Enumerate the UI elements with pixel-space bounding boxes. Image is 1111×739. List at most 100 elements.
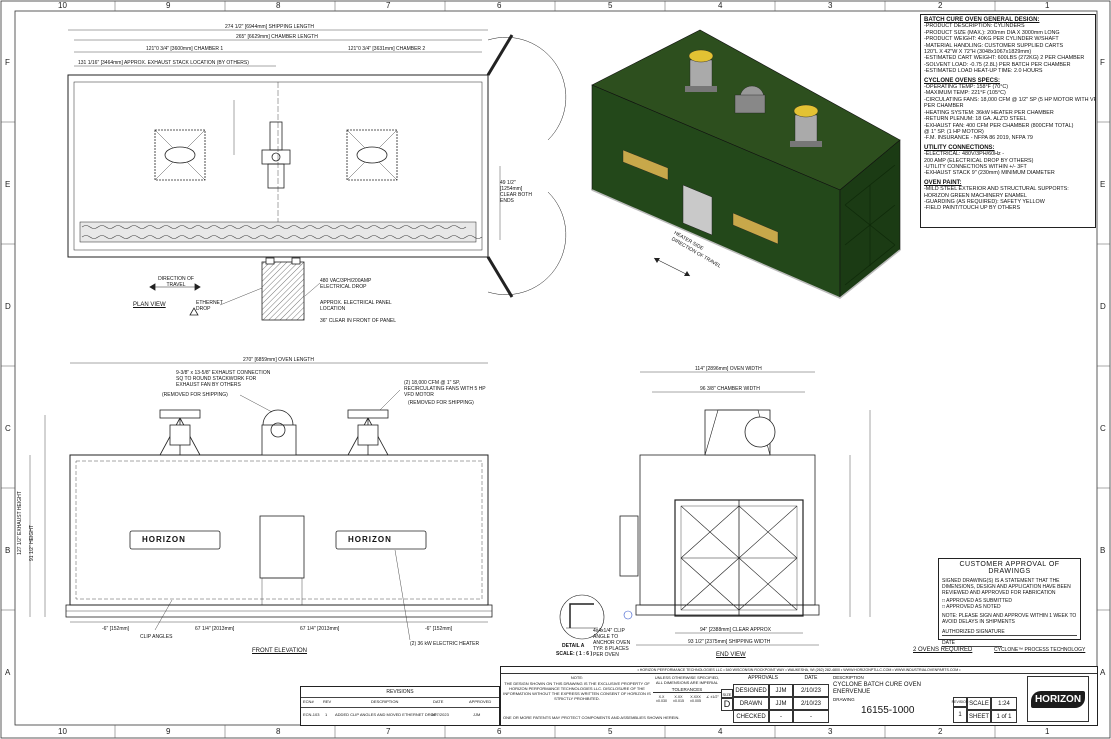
grid-bottom-2: 2 [938, 727, 943, 736]
front-seg-1: -6" [152mm] [102, 626, 130, 632]
company-address-line: • HORIZON PERFORMANCE TECHNOLOGIES LLC •… [501, 667, 1097, 674]
designed-by: JJM [769, 684, 793, 697]
grid-bottom-4: 4 [718, 727, 723, 736]
drawn-date: 2/10/23 [793, 697, 829, 710]
grid-bottom-9: 9 [166, 727, 171, 736]
general-notes-panel: BATCH CURE OVEN GENERAL DESIGN: -PRODUCT… [920, 14, 1096, 228]
grid-side-right-e: E [1100, 180, 1106, 189]
approval-title: CUSTOMER APPROVAL OF DRAWINGS [959, 561, 1060, 575]
grid-top-2: 2 [938, 1, 943, 10]
note-design-line: -ESTIMATED LOAD HEAT-UP TIME: 2.0 HOURS [924, 68, 1043, 75]
tolerance-2: X.XX ±0.015 [673, 695, 684, 703]
note-design-line: -PRODUCT WEIGHT: 40KG PER CYLINDER W/SHA… [924, 36, 1059, 43]
grid-side-d: D [5, 302, 11, 311]
dim-clear-ends: 49 1/2" [1254mm] CLEAR BOTH ENDS [500, 180, 532, 204]
patents-note: ONE OR MORE PATENTS MAY PROTECT COMPONEN… [503, 715, 680, 720]
description-heading: DESCRIPTION [833, 675, 864, 680]
notice-heading: NOTE: [570, 675, 584, 680]
note-design-line: -SOLVENT LOAD: -0.75 (2.8L) PER BATCH PE… [924, 61, 1071, 68]
note-spec-line: -MAXIMUM TEMP: 221°F (105°C) [924, 90, 1006, 97]
note-design-line: -PRODUCT DESCRIPTION: CYLINDERS [924, 23, 1025, 30]
rev-col-approved: APPROVED [469, 699, 492, 704]
note-utility-line: -UTILITY CONNECTIONS WITHIN +/- 3FT [924, 163, 1027, 170]
exhaust-fan-iso [734, 85, 766, 114]
checked-by: - [769, 710, 793, 723]
note-utility-line: 200 AMP (ELECTRICAL DROP BY OTHERS) [924, 157, 1034, 164]
recirc-fans-note: (2) 18,000 CFM @ 1" SP, RECIRCULATING FA… [404, 380, 486, 398]
notes-heading-paint: OVEN PAINT: [924, 179, 962, 186]
front-fan-right [347, 409, 389, 456]
ovens-required-note: 2 OVENS REQUIRED [913, 647, 973, 653]
note-utility-line: -EXHAUST STACK 9" (230mm) MINIMUM DIAMET… [924, 170, 1055, 177]
electrical-drop-note: 480 VAC/3PH/200AMP ELECTRICAL DROP [320, 278, 372, 290]
notes-heading-utility: UTILITY CONNECTIONS: [924, 144, 995, 151]
exhaust-connection-note: 9-3/8" x 13-5/8" EXHAUST CONNECTION SQ T… [176, 370, 271, 388]
rev-row-approved: JJM [473, 712, 481, 717]
scale-label: SCALE [967, 697, 991, 710]
note-spec-line: -OPERATING TEMP: 158°F (70°C) [924, 84, 1009, 91]
dim-oven-width: 114" [2896mm] OVEN WIDTH [695, 366, 762, 372]
grid-side-right-a: A [1100, 668, 1106, 677]
note-spec-line: -CIRCULATING FANS: 18,000 CFM @ 1/2" SP … [924, 96, 1096, 103]
end-view [619, 371, 871, 646]
process-technology-note: CYCLONE™ PROCESS TECHNOLOGY [994, 647, 1086, 653]
signature-field[interactable]: AUTHORIZED SIGNATURE [942, 629, 1077, 636]
customer-approval-box: CUSTOMER APPROVAL OF DRAWINGS SIGNED DRA… [938, 558, 1081, 647]
electric-heater-note: (2) 36 kW ELECTRIC HEATER [410, 641, 480, 647]
rev-col-rev: REV [323, 699, 332, 704]
dim-exhaust-height: 127 1/2" EXHAUST HEIGHT [16, 491, 23, 555]
panel-location-note: APPROX. ELECTRICAL PANEL LOCATION [320, 300, 392, 312]
approval-option-noted[interactable]: □ APPROVED AS NOTED [942, 604, 1001, 610]
revisions-table: REVISIONS ECN# REV DESCRIPTION DATE APPR… [300, 686, 500, 726]
note-utility-line: -ELECTRICAL: 480V/3PH/60Hz - [924, 151, 1004, 158]
notes-heading-design: BATCH CURE OVEN GENERAL DESIGN: [924, 17, 1040, 23]
size-value: D [721, 697, 733, 711]
revision-heading: REVISION [952, 697, 968, 707]
rev-col-ecn: ECN# [303, 699, 314, 704]
note-paint-line: -FIELD PAINT/TOUCH UP BY OTHERS [924, 205, 1021, 212]
plan-view-title: PLAN VIEW [133, 302, 166, 308]
tolerance-1: X.X ±0.030 [656, 695, 667, 703]
description-line-1: CYCLONE BATCH CURE OVEN [833, 682, 921, 688]
note-design-line: -PRODUCT SIZE (MAX.): 200mm DIA X 3000mm… [924, 29, 1060, 36]
description-line-2: ENERVENUE [833, 689, 871, 695]
end-view-title: END VIEW [716, 652, 746, 658]
grid-top-3: 3 [828, 1, 833, 10]
front-elevation [29, 362, 493, 641]
grid-side-b: B [5, 546, 11, 555]
grid-side-f: F [5, 58, 10, 67]
panel-box [682, 184, 713, 236]
proprietary-notice: THE DESIGN SHOWN ON THIS DRAWING IS THE … [503, 681, 651, 701]
note-spec-line: -HEATING SYSTEM: 36kW HEATER PER CHAMBER [924, 109, 1054, 116]
grid-side-right-d: D [1100, 302, 1106, 311]
detail-a-title: DETAIL A [562, 643, 585, 649]
dim-oven-length: 270" [6859mm] OVEN LENGTH [243, 357, 314, 363]
drawn-label: DRAWN [733, 697, 769, 710]
panel-clearance-note: 36" CLEAR IN FRONT OF PANEL [320, 318, 397, 324]
grid-top-1: 1 [1045, 1, 1050, 10]
size-label: SIZE [721, 689, 733, 699]
approvals-heading: APPROVALS [748, 675, 778, 681]
grid-top-6: 6 [497, 1, 502, 10]
rev-row-ecn: ECN-103 [303, 712, 320, 717]
horizon-logo: HORIZON [1027, 676, 1089, 722]
approval-date-field[interactable]: DATE [942, 640, 1002, 647]
dim-shipping-length: 274 1/2" [6944mm] SHIPPING LENGTH [225, 24, 315, 30]
note-design-line: 120"L X 42"W X 72"H (3048x1067x1829mm) [924, 49, 1032, 56]
note-design-line: -MATERIAL HANDLING: CUSTOMER SUPPLIED CA… [924, 42, 1064, 49]
detail-a-scale: SCALE: ( 1 : 6 ) [556, 651, 593, 657]
dim-chamber-width: 96 3/8" CHAMBER WIDTH [700, 386, 760, 392]
dim-exhaust-location: 131 1/16" [3464mm] APPROX. EXHAUST STACK… [78, 60, 249, 66]
note-spec-line: PER CHAMBER [924, 103, 964, 110]
plan-direction-of-travel: DIRECTION OF TRAVEL [158, 276, 194, 288]
note-spec-line: -F.M. INSURANCE - NFPA 86 2019, NFPA 79 [924, 135, 1033, 142]
note-paint-line: HORIZON GREEN MACHINERY ENAMEL [924, 192, 1027, 199]
note-paint-line: -GUARDING (AS REQUIRED): SAFETY YELLOW [924, 198, 1045, 205]
approval-body: SIGNED DRAWING(S) IS A STATEMENT THAT TH… [942, 578, 1071, 596]
note-design-line: -ESTIMATED CART WEIGHT: 600LBS (272KG) 2… [924, 55, 1085, 62]
approval-option-submitted[interactable]: □ APPROVED AS SUBMITTED [942, 598, 1012, 604]
checked-date: - [793, 710, 829, 723]
grid-side-c: C [5, 424, 11, 433]
grid-side-a: A [5, 668, 11, 677]
notes-heading-specs: CYCLONE OVENS SPECS: [924, 77, 1001, 84]
